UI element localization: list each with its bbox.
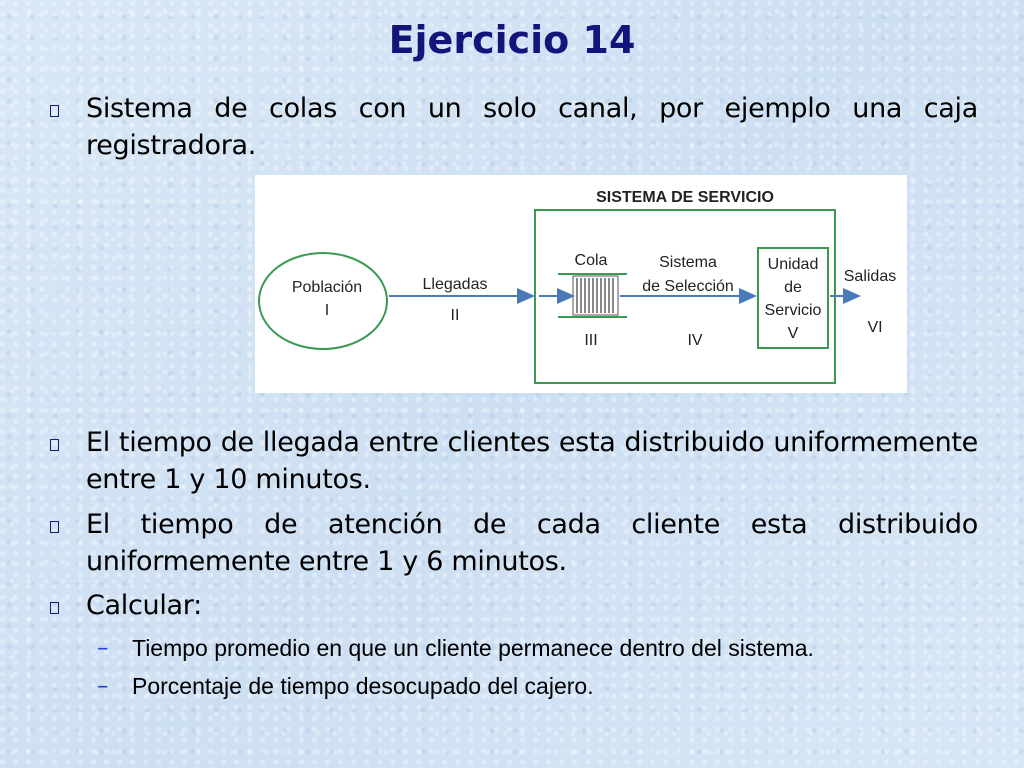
- sub-bullet-item: – Porcentaje de tiempo desocupado del ca…: [97, 668, 987, 704]
- population-ellipse: [258, 252, 388, 350]
- sub-bullet-text: Tiempo promedio en que un cliente perman…: [132, 635, 814, 661]
- sub-bullet-item: – Tiempo promedio en que un cliente perm…: [97, 630, 987, 666]
- exits-label: Salidas: [844, 268, 896, 285]
- bullet-item: El tiempo de llegada entre clientes esta…: [44, 424, 978, 498]
- bullet-item: El tiempo de atención de cada cliente es…: [44, 506, 978, 580]
- queue-label: Cola: [575, 252, 608, 269]
- square-bullet-icon: [50, 521, 59, 533]
- bullet-item: Calcular:: [44, 587, 978, 624]
- arrivals-number: II: [451, 307, 460, 324]
- service-unit-line1: Unidad: [768, 256, 819, 273]
- slide-title: Ejercicio 14: [388, 18, 636, 62]
- bullet-item: Sistema de colas con un solo canal, por …: [44, 90, 978, 164]
- population-label: Población: [292, 279, 362, 296]
- square-bullet-icon: [50, 439, 59, 451]
- square-bullet-icon: [50, 105, 59, 117]
- exits-number: VI: [867, 319, 882, 336]
- queue-number: III: [584, 332, 597, 349]
- system-title: SISTEMA DE SERVICIO: [596, 189, 774, 206]
- sub-bullet-text: Porcentaje de tiempo desocupado del caje…: [132, 673, 594, 699]
- queue-system-diagram: SISTEMA DE SERVICIO Población I Llegadas…: [255, 175, 907, 393]
- bullet-text: Sistema de colas con un solo canal, por …: [86, 93, 978, 161]
- selection-number: IV: [687, 332, 702, 349]
- queue-bars: [576, 278, 614, 313]
- bullet-text: El tiempo de atención de cada cliente es…: [86, 509, 978, 577]
- service-unit-number: V: [788, 325, 799, 342]
- bullet-text: El tiempo de llegada entre clientes esta…: [86, 427, 978, 495]
- selection-label-line1: Sistema: [659, 254, 717, 271]
- selection-label-line2: de Selección: [642, 278, 734, 295]
- service-unit-line3: Servicio: [765, 302, 822, 319]
- bullet-text: Calcular:: [86, 590, 202, 621]
- dash-bullet-icon: –: [97, 673, 109, 699]
- square-bullet-icon: [50, 602, 59, 614]
- dash-bullet-icon: –: [97, 635, 109, 661]
- population-number: I: [325, 302, 329, 319]
- service-unit-line2: de: [784, 279, 802, 296]
- arrivals-label: Llegadas: [423, 276, 488, 293]
- service-unit-box: [757, 247, 829, 349]
